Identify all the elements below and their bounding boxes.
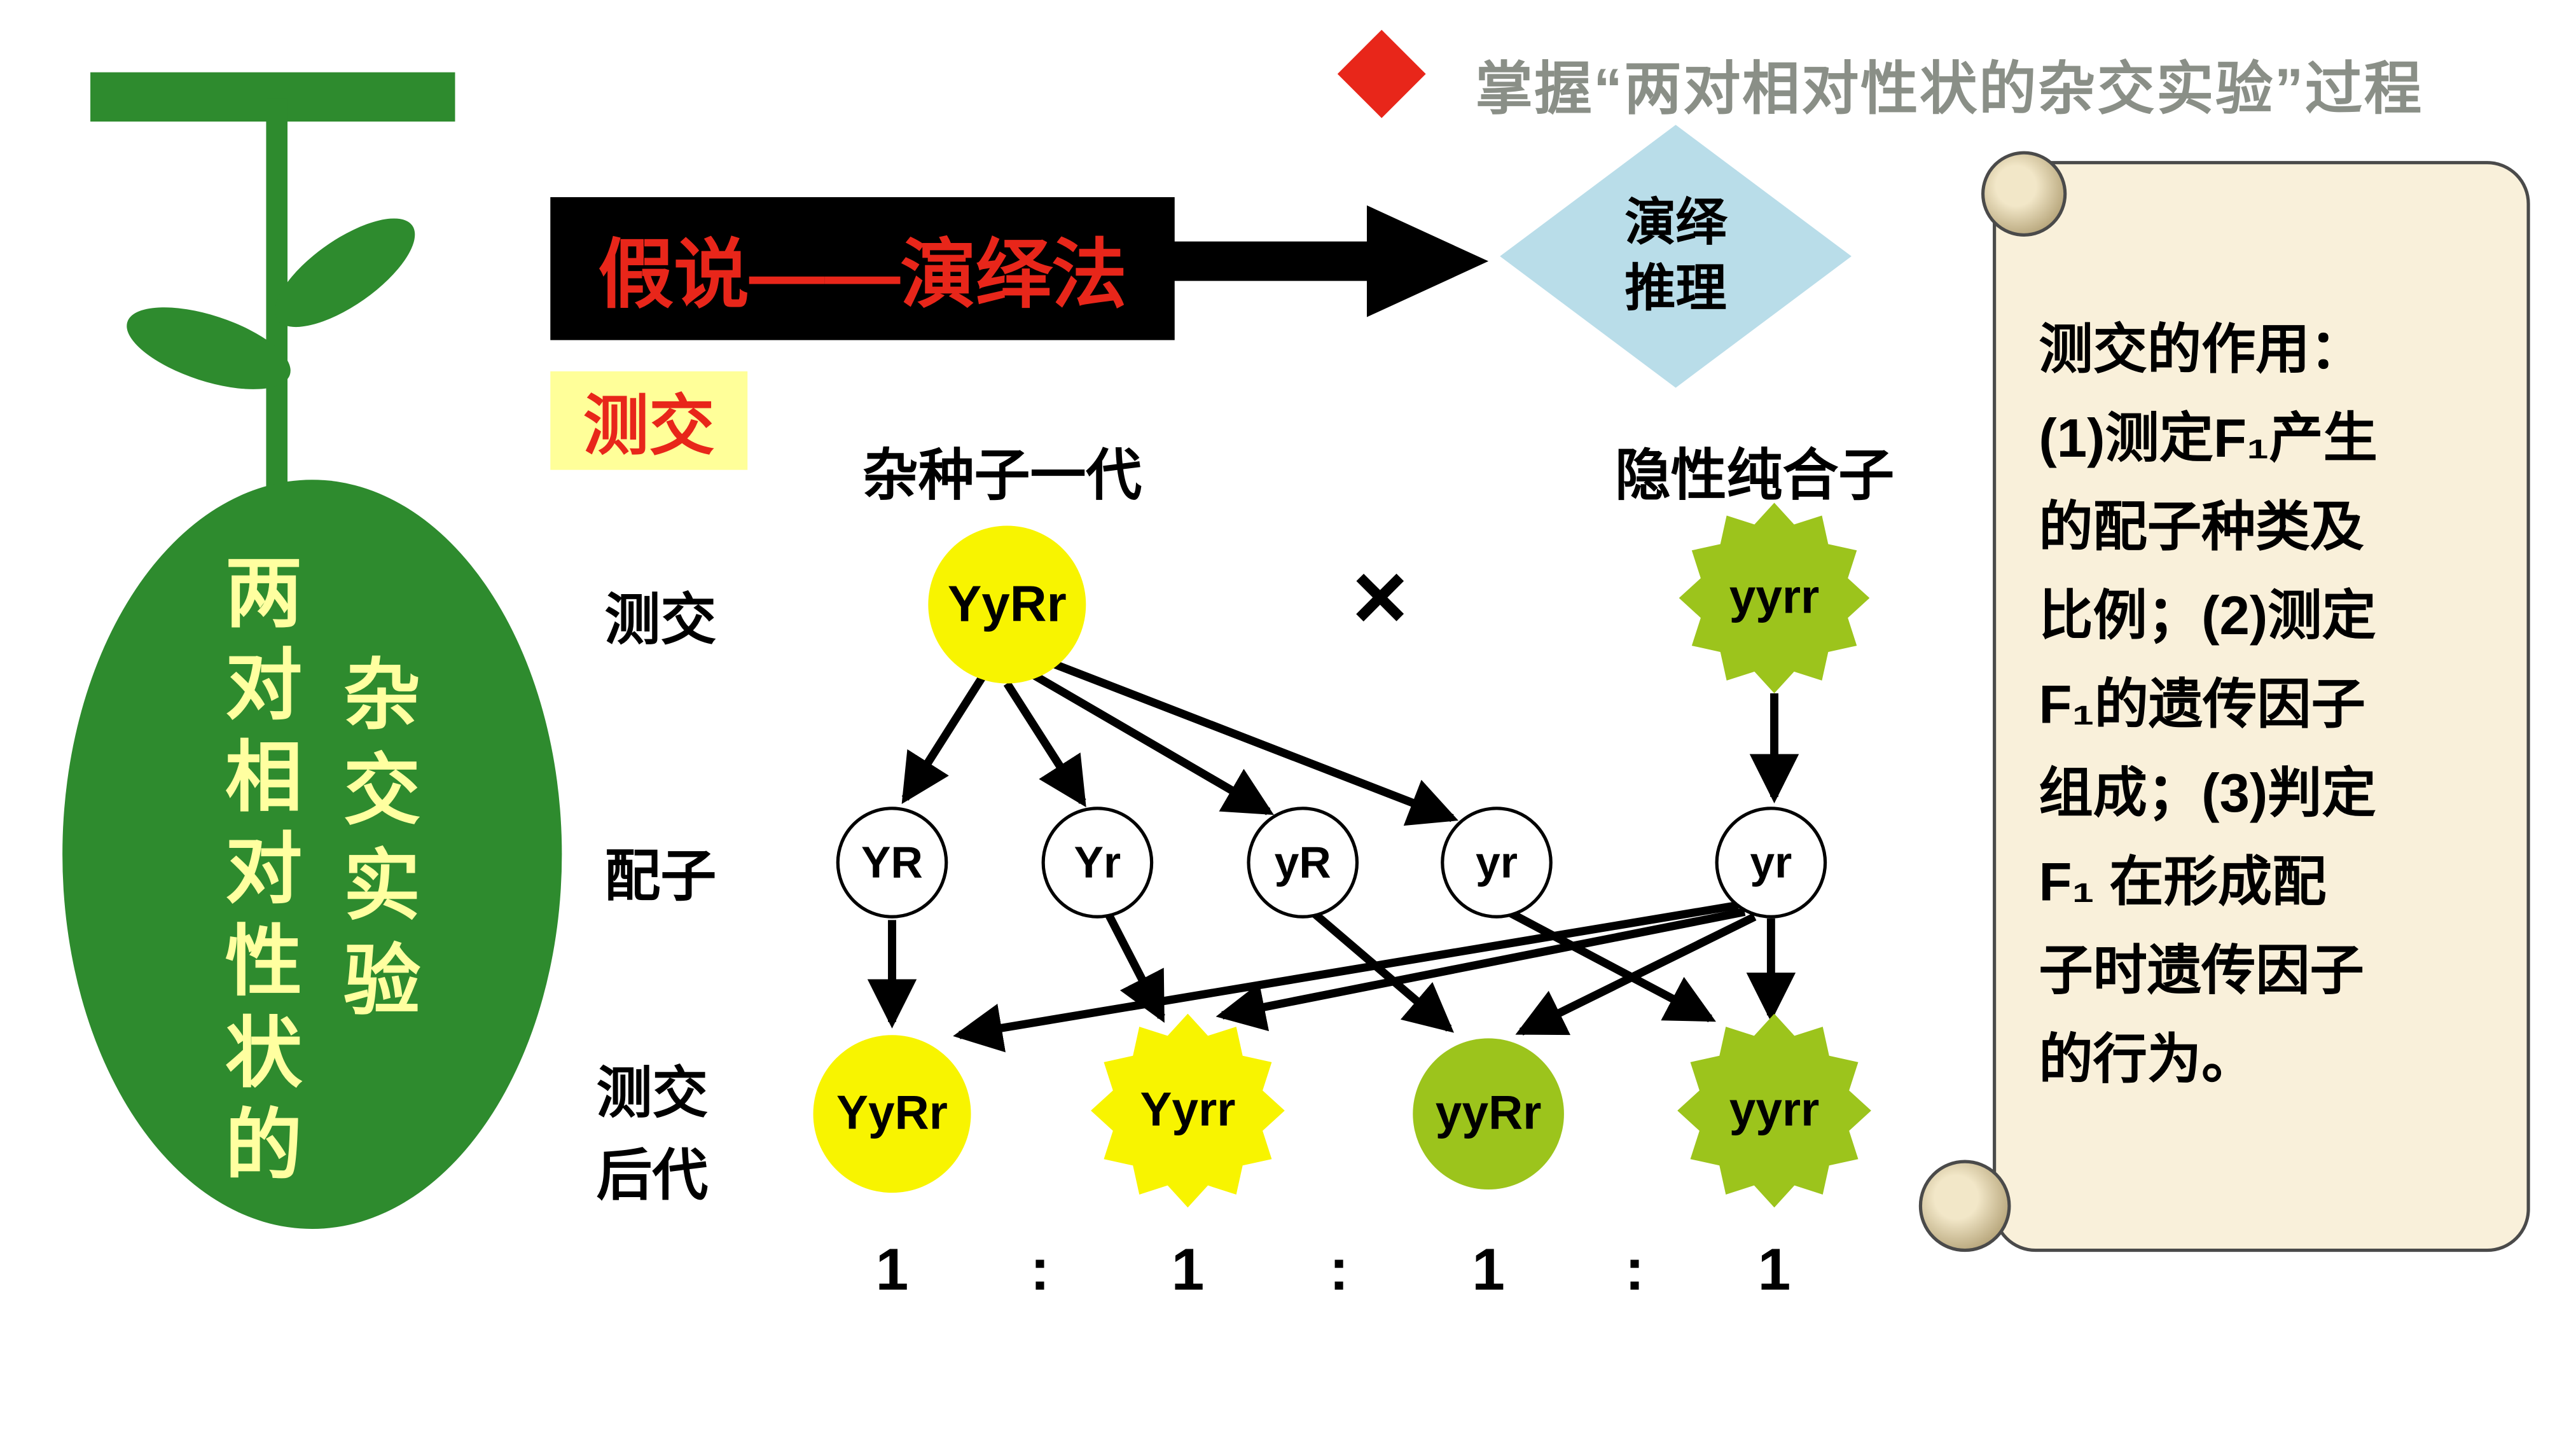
offspring-node-yyRr: yyRr	[1413, 1038, 1564, 1190]
ratio-colon: :	[1624, 1235, 1645, 1303]
method-banner-label: 假说——演绎法	[598, 230, 1127, 317]
method-banner: 假说——演绎法	[550, 197, 1175, 340]
scroll-note-line: 组成；(3)判定	[2039, 762, 2376, 824]
gamete-node-Yr: Yr	[1041, 807, 1154, 919]
testcross-tag: 测交	[550, 371, 748, 470]
ratio-value-3: 1	[1472, 1235, 1505, 1303]
row-label-offspring-2: 后代	[596, 1145, 709, 1208]
vertical-title-col2: 杂交实验	[331, 653, 419, 1036]
gamete-node-yr-tester: yr	[1715, 807, 1827, 919]
deduction-diamond-label: 演绎 推理	[1500, 125, 1852, 387]
row-label-gametes: 配子	[604, 846, 717, 909]
ratio-colon: :	[1329, 1235, 1349, 1303]
plant-graphic	[62, 72, 562, 1230]
ratio-value-1: 1	[875, 1235, 909, 1303]
vertical-title-col1: 两对相对性状的	[213, 551, 301, 1196]
scroll-note-line: 比例；(2)测定	[2039, 585, 2376, 646]
scroll-note-line: 的配子种类及	[2039, 496, 2364, 557]
row-label-offspring-1: 测交	[596, 1063, 709, 1126]
scroll-note-line: 的行为。	[2039, 1028, 2256, 1090]
plant-leaf-right	[275, 218, 415, 328]
plant-pod	[62, 480, 562, 1230]
recessive-column-label: 隐性纯合子	[1614, 445, 1895, 508]
row-label-cross: 测交	[604, 590, 717, 653]
cross-arrows	[867, 656, 1799, 1053]
gamete-node-yR: yR	[1247, 807, 1359, 919]
scroll-panel	[1993, 161, 2530, 1252]
ratio-value-4: 1	[1757, 1235, 1791, 1303]
objective-title: 掌握“两对相对性状的杂交实验”过程	[1475, 57, 2423, 122]
cross-symbol: ×	[1352, 543, 1408, 651]
scroll-note-line: F₁ 在形成配	[2039, 850, 2327, 912]
scroll-note-line: (1)测定F₁产生	[2039, 407, 2378, 469]
scroll-note-line: F₁的遗传因子	[2039, 673, 2365, 735]
ratio-colon: :	[1030, 1235, 1050, 1303]
method-to-deduction-arrow	[1171, 205, 1489, 317]
f1-column-label: 杂种子一代	[862, 445, 1142, 508]
ratio-value-2: 1	[1171, 1235, 1205, 1303]
deduction-line2: 推理	[1624, 260, 1727, 317]
deduction-line1: 演绎	[1624, 193, 1727, 252]
gamete-node-yr: yr	[1441, 807, 1553, 919]
plant-leaf-left	[127, 307, 291, 389]
scroll-curl-bottom-icon	[1918, 1160, 2011, 1252]
scroll-note-line: 子时遗传因子	[2039, 939, 2364, 1001]
offspring-node-YyRr: YyRr	[813, 1035, 971, 1193]
scroll-note-text: 测交的作用： (1)测定F₁产生 的配子种类及 比例；(2)测定 F₁的遗传因子…	[2039, 305, 2512, 1104]
scroll-note-line: 测交的作用：	[2039, 319, 2364, 380]
gamete-node-YR: YR	[836, 807, 948, 919]
scroll-curl-top-icon	[1981, 151, 2067, 237]
parent-f1-node: YyRr	[928, 525, 1086, 684]
